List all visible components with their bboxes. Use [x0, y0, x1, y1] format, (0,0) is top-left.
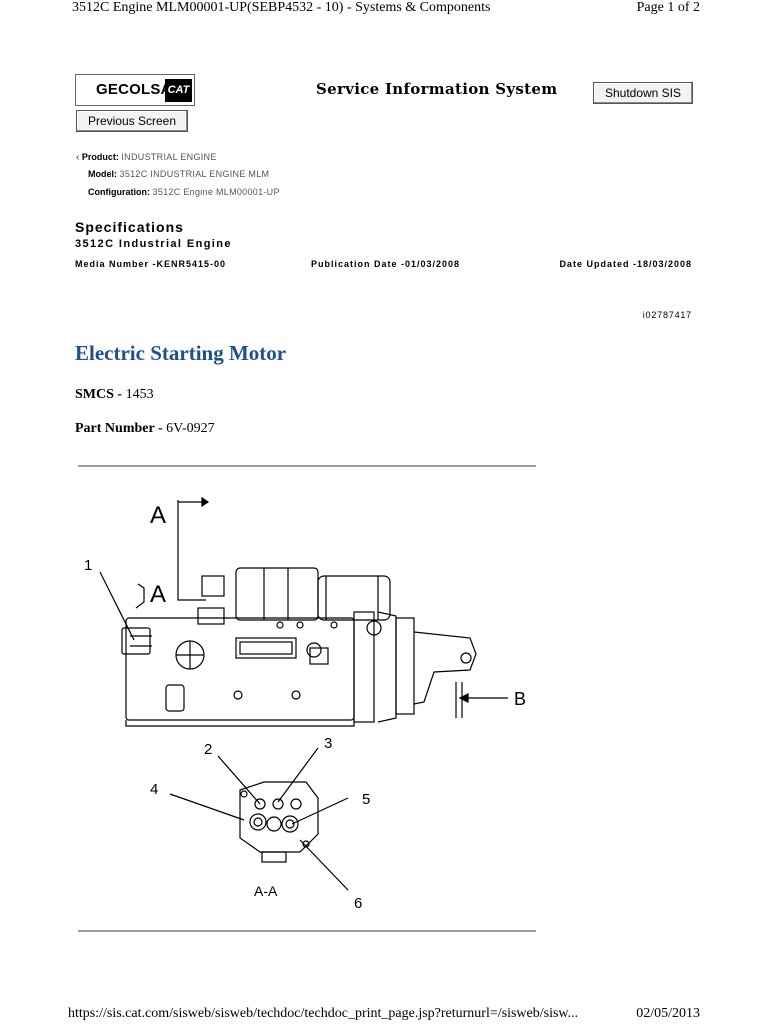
configuration-line: Configuration: 3512C Engine MLM00001-UP: [88, 187, 280, 197]
part-number-line: Part Number - 6V-0927: [75, 421, 215, 437]
logo-text: GECOLSA: [96, 81, 172, 98]
media-number: Media Number -KENR5415-00: [75, 259, 227, 269]
system-title: Service Information System: [316, 80, 558, 98]
product-line: ‹ Product: INDUSTRIAL ENGINE: [76, 152, 217, 163]
document-id: i02787417: [642, 310, 692, 320]
part-number-value: 6V-0927: [166, 421, 215, 436]
smcs-line: SMCS - 1453: [75, 387, 154, 403]
callout-3: 3: [324, 735, 332, 752]
footer-url: https://sis.cat.com/sisweb/sisweb/techdo…: [68, 1006, 579, 1021]
callout-1: 1: [84, 557, 92, 574]
model-line: Model: 3512C INDUSTRIAL ENGINE MLM: [88, 169, 269, 179]
divider-bottom: [78, 930, 536, 932]
chevron-left-icon[interactable]: ‹: [76, 152, 80, 163]
smcs-label: SMCS -: [75, 387, 126, 402]
part-number-label: Part Number -: [75, 421, 167, 436]
print-page-number: Page 1 of 2: [636, 0, 700, 15]
product-label: Product:: [81, 152, 119, 162]
callout-2: 2: [204, 741, 212, 758]
print-header-title: 3512C Engine MLM00001-UP(SEBP4532 - 10) …: [72, 0, 491, 15]
section-label-a-top: A: [150, 502, 166, 529]
divider-top: [78, 465, 536, 467]
view-label-b: B: [514, 689, 526, 709]
callout-6: 6: [354, 895, 362, 912]
specifications-heading: Specifications: [75, 219, 184, 235]
shutdown-sis-button[interactable]: Shutdown SIS: [593, 82, 693, 104]
publication-date: Publication Date -01/03/2008: [311, 259, 461, 269]
model-label: Model:: [88, 169, 117, 179]
configuration-label: Configuration:: [88, 187, 150, 197]
model-value: 3512C INDUSTRIAL ENGINE MLM: [119, 169, 270, 179]
section-label-a-mid: A: [150, 581, 166, 608]
configuration-value: 3512C Engine MLM00001-UP: [152, 187, 280, 197]
date-updated: Date Updated -18/03/2008: [559, 259, 692, 269]
smcs-value: 1453: [125, 387, 154, 402]
starter-motor-diagram: A A B 1 2 3 4 5 6 A-A: [84, 496, 526, 912]
product-value: INDUSTRIAL ENGINE: [121, 152, 217, 162]
previous-screen-button[interactable]: Previous Screen: [76, 110, 188, 132]
callout-5: 5: [362, 791, 370, 808]
callout-4: 4: [150, 781, 158, 798]
document-title: Electric Starting Motor: [75, 341, 287, 365]
dealer-logo: GECOLSA CAT: [75, 74, 195, 106]
cat-logo-icon: CAT: [165, 79, 192, 102]
footer-date: 02/05/2013: [636, 1006, 700, 1021]
engine-subheading: 3512C Industrial Engine: [75, 238, 232, 250]
section-view-label: A-A: [254, 883, 278, 899]
